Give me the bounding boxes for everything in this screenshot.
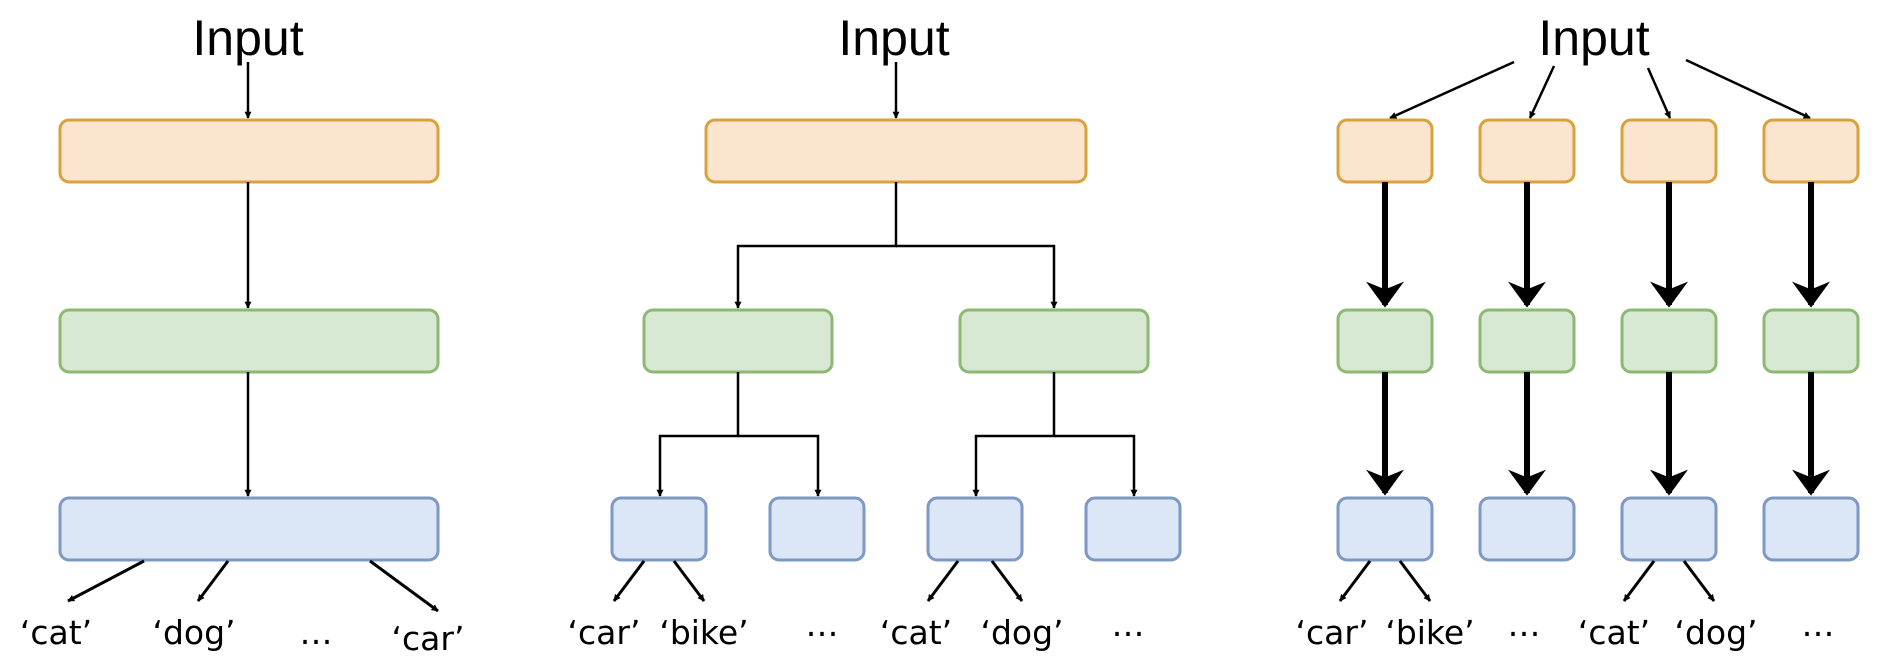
panel3-arrow-input — [1646, 67, 1672, 119]
panel1-layer2-block — [58, 308, 440, 374]
panel2-connector-l1 — [734, 182, 898, 309]
panel2-arrow-out — [672, 560, 706, 602]
panel2-connector-l2-right — [972, 372, 1056, 497]
panel1-arrow-out-1 — [67, 559, 145, 603]
panel3-layer1-block — [1620, 118, 1718, 184]
panel2-layer2-block-right — [958, 308, 1150, 374]
panel2-output-label: ‘bike’ — [659, 613, 748, 652]
panel2-layer3-block — [610, 496, 708, 562]
panel3-layer2-block — [1478, 308, 1576, 374]
panel2-output-label: … — [1112, 605, 1145, 644]
panel3-arrow-out — [1622, 560, 1656, 602]
panel2-layer3-block — [768, 496, 866, 562]
panel1-output-label: ‘dog’ — [152, 613, 235, 652]
panel-independent-networks: Input ‘car’ ‘bike’ … ‘cat’ ‘dog’ — [1296, 10, 1860, 652]
panel2-layer1-block — [704, 118, 1088, 184]
panel2-connector-l2-left — [738, 434, 822, 497]
panel1-layer3-block — [58, 496, 440, 562]
panel3-arrow-input — [1389, 60, 1515, 120]
panel2-layer2-block-left — [642, 308, 834, 374]
panel3-output-label: ‘car’ — [1296, 613, 1369, 652]
panel3-layer2-block — [1620, 308, 1718, 374]
panel2-layer3-block — [1084, 496, 1182, 562]
panel1-output-label: … — [300, 613, 333, 652]
panel3-arrow-out — [1682, 560, 1716, 602]
panel2-connector-l1 — [896, 244, 1058, 309]
panel3-layer1-block — [1762, 118, 1860, 184]
panel2-output-label: ‘car’ — [568, 613, 641, 652]
panel-shared-network: Input ‘cat’ ‘dog’ … ‘car’ — [20, 10, 465, 658]
panel3-layer2-block — [1762, 308, 1860, 374]
panel2-output-label: … — [806, 605, 839, 644]
panel1-arrow-out-2 — [196, 560, 230, 602]
panel2-arrow-out — [990, 560, 1024, 602]
panel2-output-label: ‘dog’ — [980, 613, 1063, 652]
panel3-layer3-block — [1478, 496, 1576, 562]
panel3-layer3-block — [1762, 496, 1860, 562]
panel3-arrow-out — [1338, 560, 1372, 602]
panel2-arrow-out — [612, 560, 646, 602]
panel3-layer2-block — [1336, 308, 1434, 374]
panel3-layer1-block — [1336, 118, 1434, 184]
panel2-connector-l2-left — [656, 372, 740, 497]
panel2-layer3-block — [926, 496, 1024, 562]
panel3-layer3-block — [1620, 496, 1718, 562]
panel2-connector-l2-right — [1054, 434, 1138, 497]
panel3-layer3-block — [1336, 496, 1434, 562]
panel1-output-label: ‘car’ — [392, 619, 465, 658]
panel2-arrow-out — [926, 560, 960, 602]
panel3-input-label: Input — [1538, 10, 1649, 66]
panel2-input-label: Input — [838, 10, 949, 66]
panel3-output-label: ‘cat’ — [1578, 613, 1650, 652]
panel1-arrow-out-3 — [369, 559, 439, 613]
panel3-output-label: ‘dog’ — [1674, 613, 1757, 652]
panel3-layer1-block — [1478, 118, 1576, 184]
panel3-output-label: … — [1802, 605, 1835, 644]
panel1-input-label: Input — [192, 10, 303, 66]
panel3-arrow-input — [1528, 65, 1556, 119]
panel3-arrow-input — [1685, 58, 1811, 120]
panel3-output-label: ‘bike’ — [1385, 613, 1474, 652]
panel2-output-label: ‘cat’ — [880, 613, 952, 652]
panel-branching-network: Input ‘car’ ‘bike’ … ‘cat’ ‘dog’ … — [568, 10, 1182, 652]
panel3-output-label: … — [1508, 605, 1541, 644]
panel1-output-label: ‘cat’ — [20, 613, 92, 652]
panel1-layer1-block — [58, 118, 440, 184]
panel3-arrow-out — [1398, 560, 1432, 602]
